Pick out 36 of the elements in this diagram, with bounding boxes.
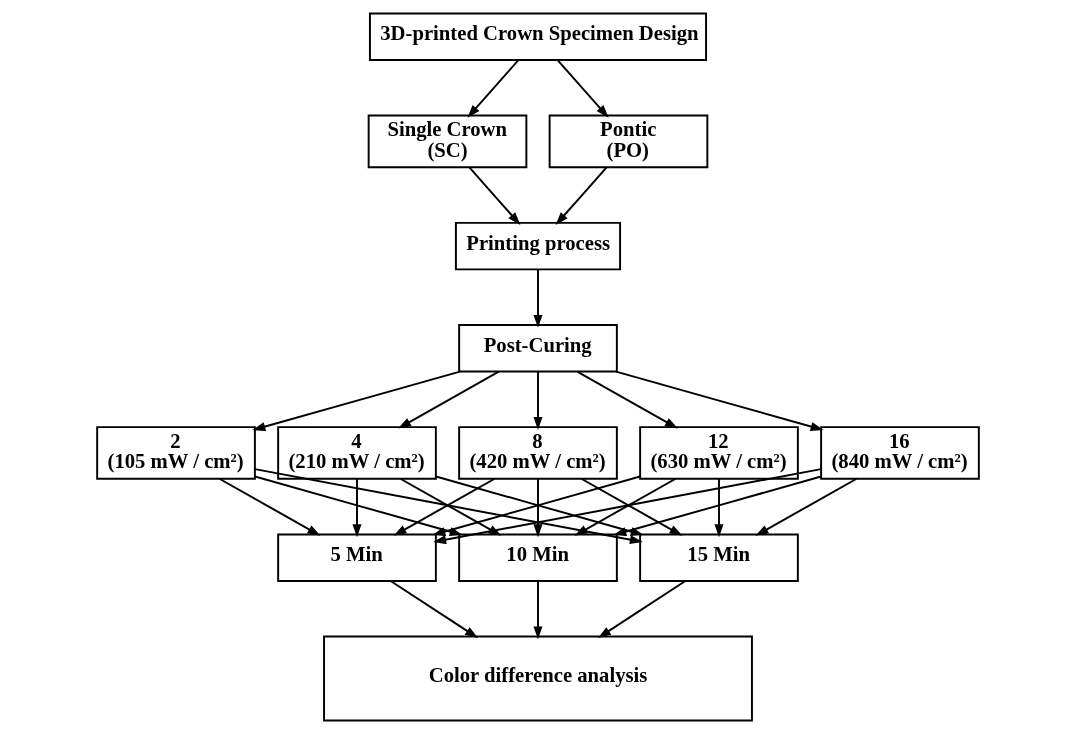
node-box: 10 Min — [457, 533, 618, 582]
node-box: 15 Min — [638, 533, 799, 582]
node-box: 12 (630 mW / cm²) — [638, 426, 799, 480]
node-box: 2 (105 mW / cm²) — [95, 426, 256, 480]
arrow — [532, 370, 543, 430]
arrow — [352, 478, 362, 538]
node-box: 4 (210 mW / cm²) — [276, 426, 437, 480]
arrow — [713, 478, 723, 538]
arrow — [556, 59, 609, 118]
arrow — [389, 580, 478, 639]
arrow — [612, 475, 822, 536]
node-box: Pontic (PO) — [548, 114, 708, 169]
arrow — [253, 475, 463, 536]
arrow — [755, 478, 857, 536]
arrow — [597, 580, 686, 639]
arrow — [532, 580, 543, 640]
node-box: Post-Curing — [457, 324, 618, 373]
node-box: 3D-printed Crown Specimen Design — [368, 12, 707, 61]
arrow — [466, 59, 519, 118]
node-box: Single Crown (SC) — [367, 114, 527, 169]
arrow — [532, 268, 543, 328]
node-box: 5 Min — [276, 533, 437, 582]
arrow — [532, 478, 543, 538]
arrow — [614, 370, 824, 431]
arrow — [253, 468, 643, 545]
arrow — [467, 166, 520, 225]
arrow — [218, 478, 320, 536]
arrow — [575, 370, 678, 429]
node-box: 8 (420 mW / cm²) — [457, 426, 618, 480]
arrow — [555, 166, 608, 225]
node-box: Printing process — [454, 221, 621, 271]
arrow — [251, 370, 461, 431]
node-box: 16 (840 mW / cm²) — [819, 426, 980, 480]
arrow — [432, 468, 822, 545]
node-box: Color difference analysis — [322, 635, 753, 722]
arrow — [397, 370, 500, 429]
